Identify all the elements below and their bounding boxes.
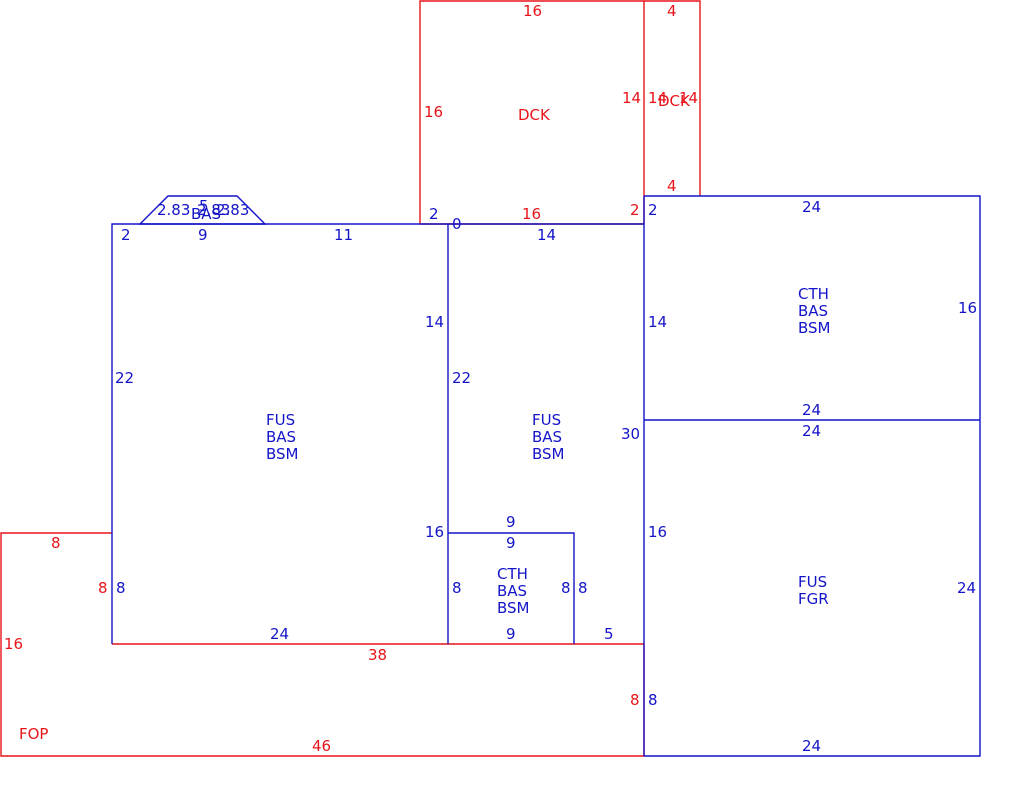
area-label-dck-small: DCK (658, 92, 691, 110)
dim-garage-top: 24 (802, 422, 821, 440)
dim-bay-b: 5 (199, 197, 209, 215)
dim-mid-top: 14 (537, 226, 556, 244)
dim-right-corner: 2 (648, 201, 658, 219)
dim-mid-right: 30 (621, 425, 640, 443)
dim-left-side: 22 (115, 369, 134, 387)
area-label-cth-small-2: BAS (497, 582, 527, 600)
dim-left-top-b: 9 (198, 226, 208, 244)
dim-dck2-right: 14 (679, 89, 698, 107)
area-label-cth-right-1: CTH (798, 285, 829, 303)
dim-bay-a: 2.83 (157, 201, 190, 219)
dim-dck2-top: 4 (667, 2, 677, 20)
area-label-cth-small-3: BSM (497, 599, 530, 617)
dim-left-inner-14: 14 (425, 313, 444, 331)
area-label-mid-1: FUS (532, 411, 561, 429)
dim-cth-right-b: 8 (578, 579, 588, 597)
dim-garage-bottom: 24 (802, 737, 821, 755)
dim-garage-left: 16 (648, 523, 667, 541)
deck-small-outline (644, 0, 701, 196)
area-label-fop: FOP (19, 725, 48, 743)
right-block-outline (644, 195, 981, 757)
area-label-left-2: BAS (266, 428, 296, 446)
dim-fop-right-b: 8 (630, 691, 640, 709)
area-label-cth-small-1: CTH (497, 565, 528, 583)
dim-garage-lower-8: 8 (648, 691, 658, 709)
cth-small-outline (448, 532, 575, 644)
dim-cth-bottom: 9 (506, 625, 516, 643)
dim-right-left: 14 (648, 313, 667, 331)
dim-fop-right-a: 8 (98, 579, 108, 597)
area-label-left-3: BSM (266, 445, 299, 463)
area-label-cth-right-3: BSM (798, 319, 831, 337)
area-label-mid-3: BSM (532, 445, 565, 463)
dim-left-corner: 2 (429, 205, 439, 223)
area-label-garage-2: FGR (798, 590, 829, 608)
dim-dck-top: 16 (523, 2, 542, 20)
dim-fop-top: 8 (51, 534, 61, 552)
dim-bay-d: 2.83 (216, 201, 249, 219)
dim-dck-bottom: 16 (522, 205, 541, 223)
dim-left-inner-16: 16 (425, 523, 444, 541)
dim-dck-left: 16 (424, 103, 443, 121)
area-label-garage-1: FUS (798, 573, 827, 591)
area-label-left-1: FUS (266, 411, 295, 429)
dim-fop-bottom: 46 (312, 737, 331, 755)
dim-garage-right: 24 (957, 579, 976, 597)
dim-cth-right-a: 8 (561, 579, 571, 597)
dim-left-bottom: 24 (270, 625, 289, 643)
dim-bay-c: 2.83 (197, 201, 230, 219)
dim-fop-mid: 38 (368, 646, 387, 664)
porch-outline (0, 532, 645, 757)
area-label-mid-2: BAS (532, 428, 562, 446)
dim-dck-corner-br: 2 (630, 201, 640, 219)
dim-left-top-a: 2 (121, 226, 131, 244)
dim-dck-right: 14 (622, 89, 641, 107)
area-label-cth-right-2: BAS (798, 302, 828, 320)
dim-fop-left: 16 (4, 635, 23, 653)
dim-dck2-left: 14 (648, 89, 667, 107)
dim-cth-top-inner: 9 (506, 534, 516, 552)
dim-right-top: 24 (802, 198, 821, 216)
dim-left-top-c: 11 (334, 226, 353, 244)
dim-left-zero: 0 (452, 215, 462, 233)
dim-cth-top-outer: 9 (506, 513, 516, 531)
area-label-dck: DCK (518, 106, 551, 124)
dim-mid-left: 22 (452, 369, 471, 387)
dim-cth-left: 8 (452, 579, 462, 597)
area-label-bay: BAS (191, 205, 221, 223)
dim-left-lower-8: 8 (116, 579, 126, 597)
dim-mid-bottom-5: 5 (604, 625, 614, 643)
left-block-outline (111, 223, 448, 644)
dim-dck2-bottom: 4 (667, 177, 677, 195)
dim-right-bottom: 24 (802, 401, 821, 419)
dim-right-right: 16 (958, 299, 977, 317)
